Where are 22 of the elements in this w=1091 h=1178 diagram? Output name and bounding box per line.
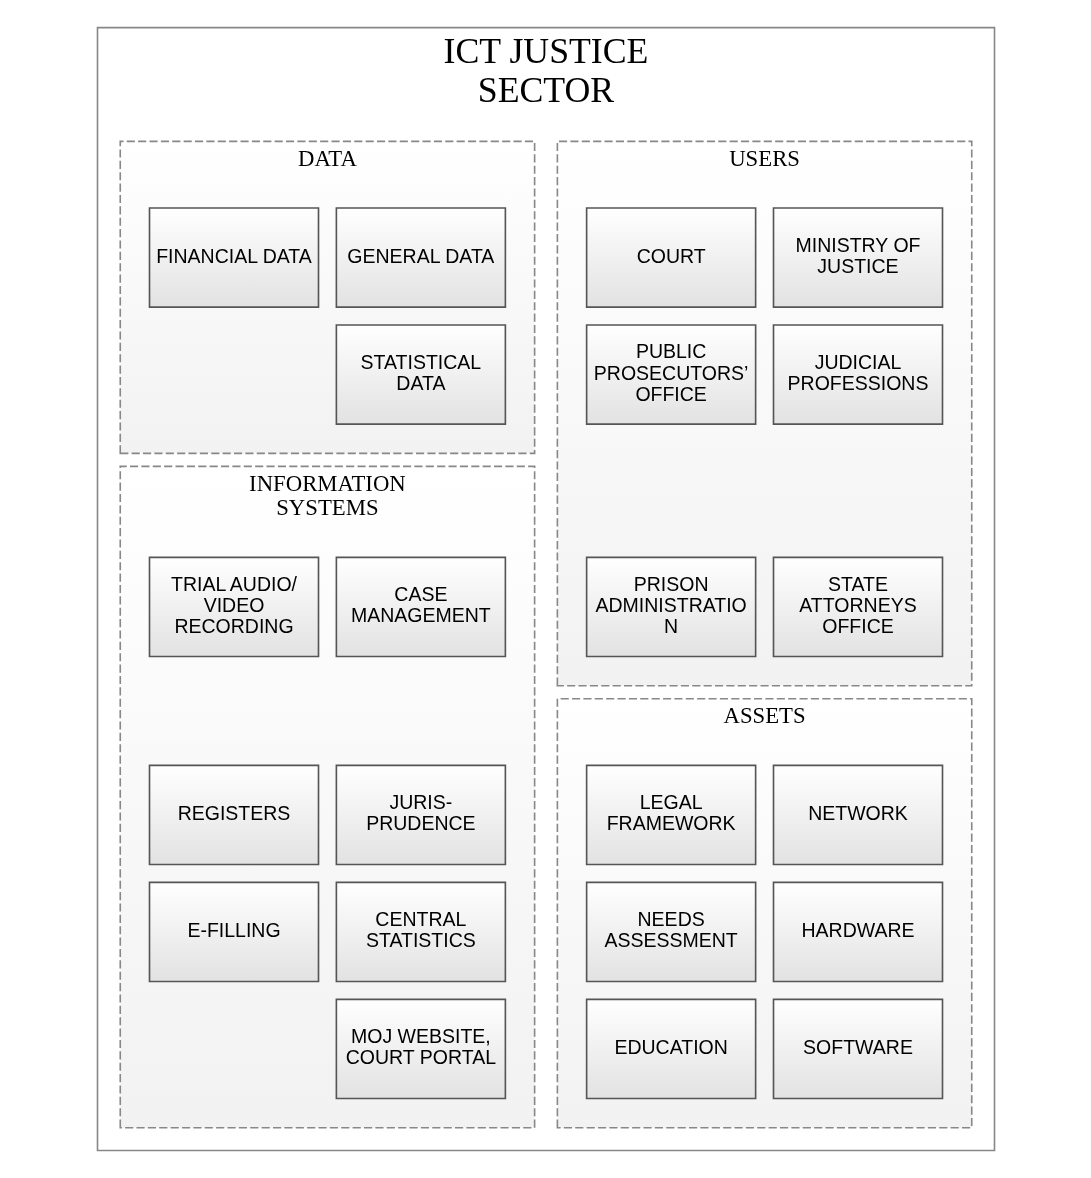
node-box: MINISTRY OF JUSTICE [772, 207, 943, 308]
node-box: TRIAL AUDIO/ VIDEO RECORDING [148, 556, 319, 658]
node-box: NETWORK [772, 764, 943, 866]
node-box: STATE ATTORNEYS OFFICE [772, 556, 943, 658]
node-box: HARDWARE [772, 881, 943, 983]
node-box: SOFTWARE [772, 998, 943, 1100]
node-box: CASE MANAGEMENT [335, 556, 506, 658]
node-box: MOJ WEBSITE, COURT PORTAL [335, 998, 506, 1100]
node-box: CENTRAL STATISTICS [335, 881, 506, 983]
node-box: GENERAL DATA [335, 207, 506, 308]
node-box: EDUCATION [585, 998, 756, 1100]
node-box: LEGAL FRAMEWORK [585, 764, 756, 866]
node-box: FINANCIAL DATA [148, 207, 319, 308]
node-box: REGISTERS [148, 764, 319, 866]
node-box: NEEDS ASSESSMENT [585, 881, 756, 983]
node-box: JUDICIAL PROFESSIONS [772, 324, 943, 425]
node-box: JURIS- PRUDENCE [335, 764, 506, 866]
node-box: PUBLIC PROSECUTORS’ OFFICE [585, 324, 756, 425]
node-box: COURT [585, 207, 756, 308]
node-box: STATISTICAL DATA [335, 324, 506, 425]
node-box: PRISON ADMINISTRATIO N [585, 556, 756, 658]
node-box: E-FILLING [148, 881, 319, 983]
